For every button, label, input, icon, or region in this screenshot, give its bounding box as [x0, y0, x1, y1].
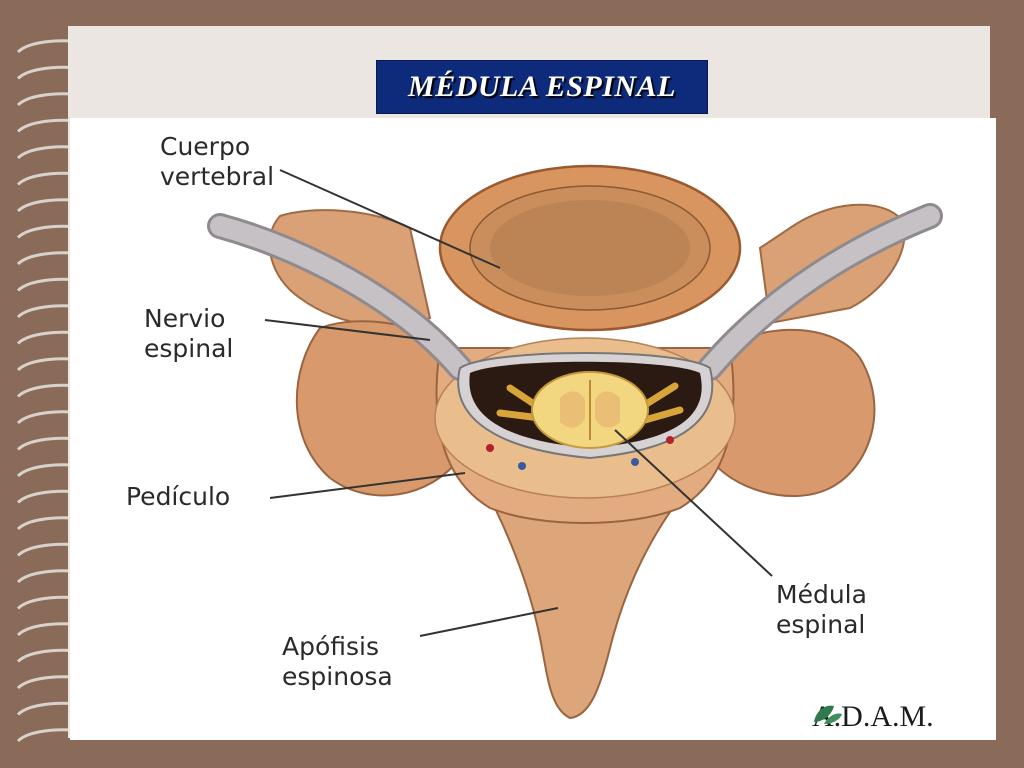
- label-cuerpo-vertebral: Cuerpo vertebral: [160, 132, 274, 192]
- vertebra-illustration: [207, 164, 943, 720]
- label-nervio-espinal: Nervio espinal: [144, 304, 233, 364]
- leader-apofisis-espinosa: [419, 607, 559, 637]
- label-medula-line2: espinal: [776, 610, 866, 639]
- gray-matter: [560, 391, 620, 428]
- leader-pediculo: [269, 472, 466, 499]
- label-medula-line1: Médula: [776, 580, 867, 609]
- vessel-blue-left: [518, 462, 526, 470]
- vessel-blue-right: [631, 458, 639, 466]
- label-pediculo: Pedículo: [126, 482, 230, 512]
- label-apofisis-line1: Apófisis: [282, 632, 380, 661]
- label-apofisis-espinosa: Apófisis espinosa: [282, 632, 393, 692]
- label-cuerpo-line2: vertebral: [160, 162, 275, 191]
- vertebra-figure: Cuerpo vertebral Nervio espinal Pedículo…: [70, 118, 996, 740]
- vertebral-body-spongy: [490, 200, 690, 296]
- title-banner: MÉDULA ESPINAL: [376, 60, 708, 114]
- vessel-red-right: [666, 436, 674, 444]
- leaf-logo-icon: [814, 705, 842, 724]
- articular-right: [709, 328, 876, 497]
- label-apofisis-line2: espinosa: [282, 662, 393, 691]
- leader-nervio-espinal: [264, 319, 431, 341]
- label-pediculo-line1: Pedículo: [126, 482, 231, 511]
- leader-cuerpo-vertebral: [279, 169, 501, 269]
- slide-title: MÉDULA ESPINAL: [408, 70, 676, 103]
- spinal-nerve-right-inner: [700, 206, 940, 378]
- spinous-process: [488, 497, 682, 720]
- vessel-red-left: [486, 444, 494, 452]
- label-nervio-line2: espinal: [144, 334, 234, 363]
- label-medula-espinal: Médula espinal: [776, 580, 867, 640]
- label-cuerpo-line1: Cuerpo: [160, 132, 251, 161]
- leader-medula-espinal: [614, 429, 773, 577]
- label-nervio-line1: Nervio: [144, 304, 226, 333]
- adam-logo: A.D.A.M.: [812, 700, 934, 734]
- spinal-nerve-left-inner: [210, 216, 470, 378]
